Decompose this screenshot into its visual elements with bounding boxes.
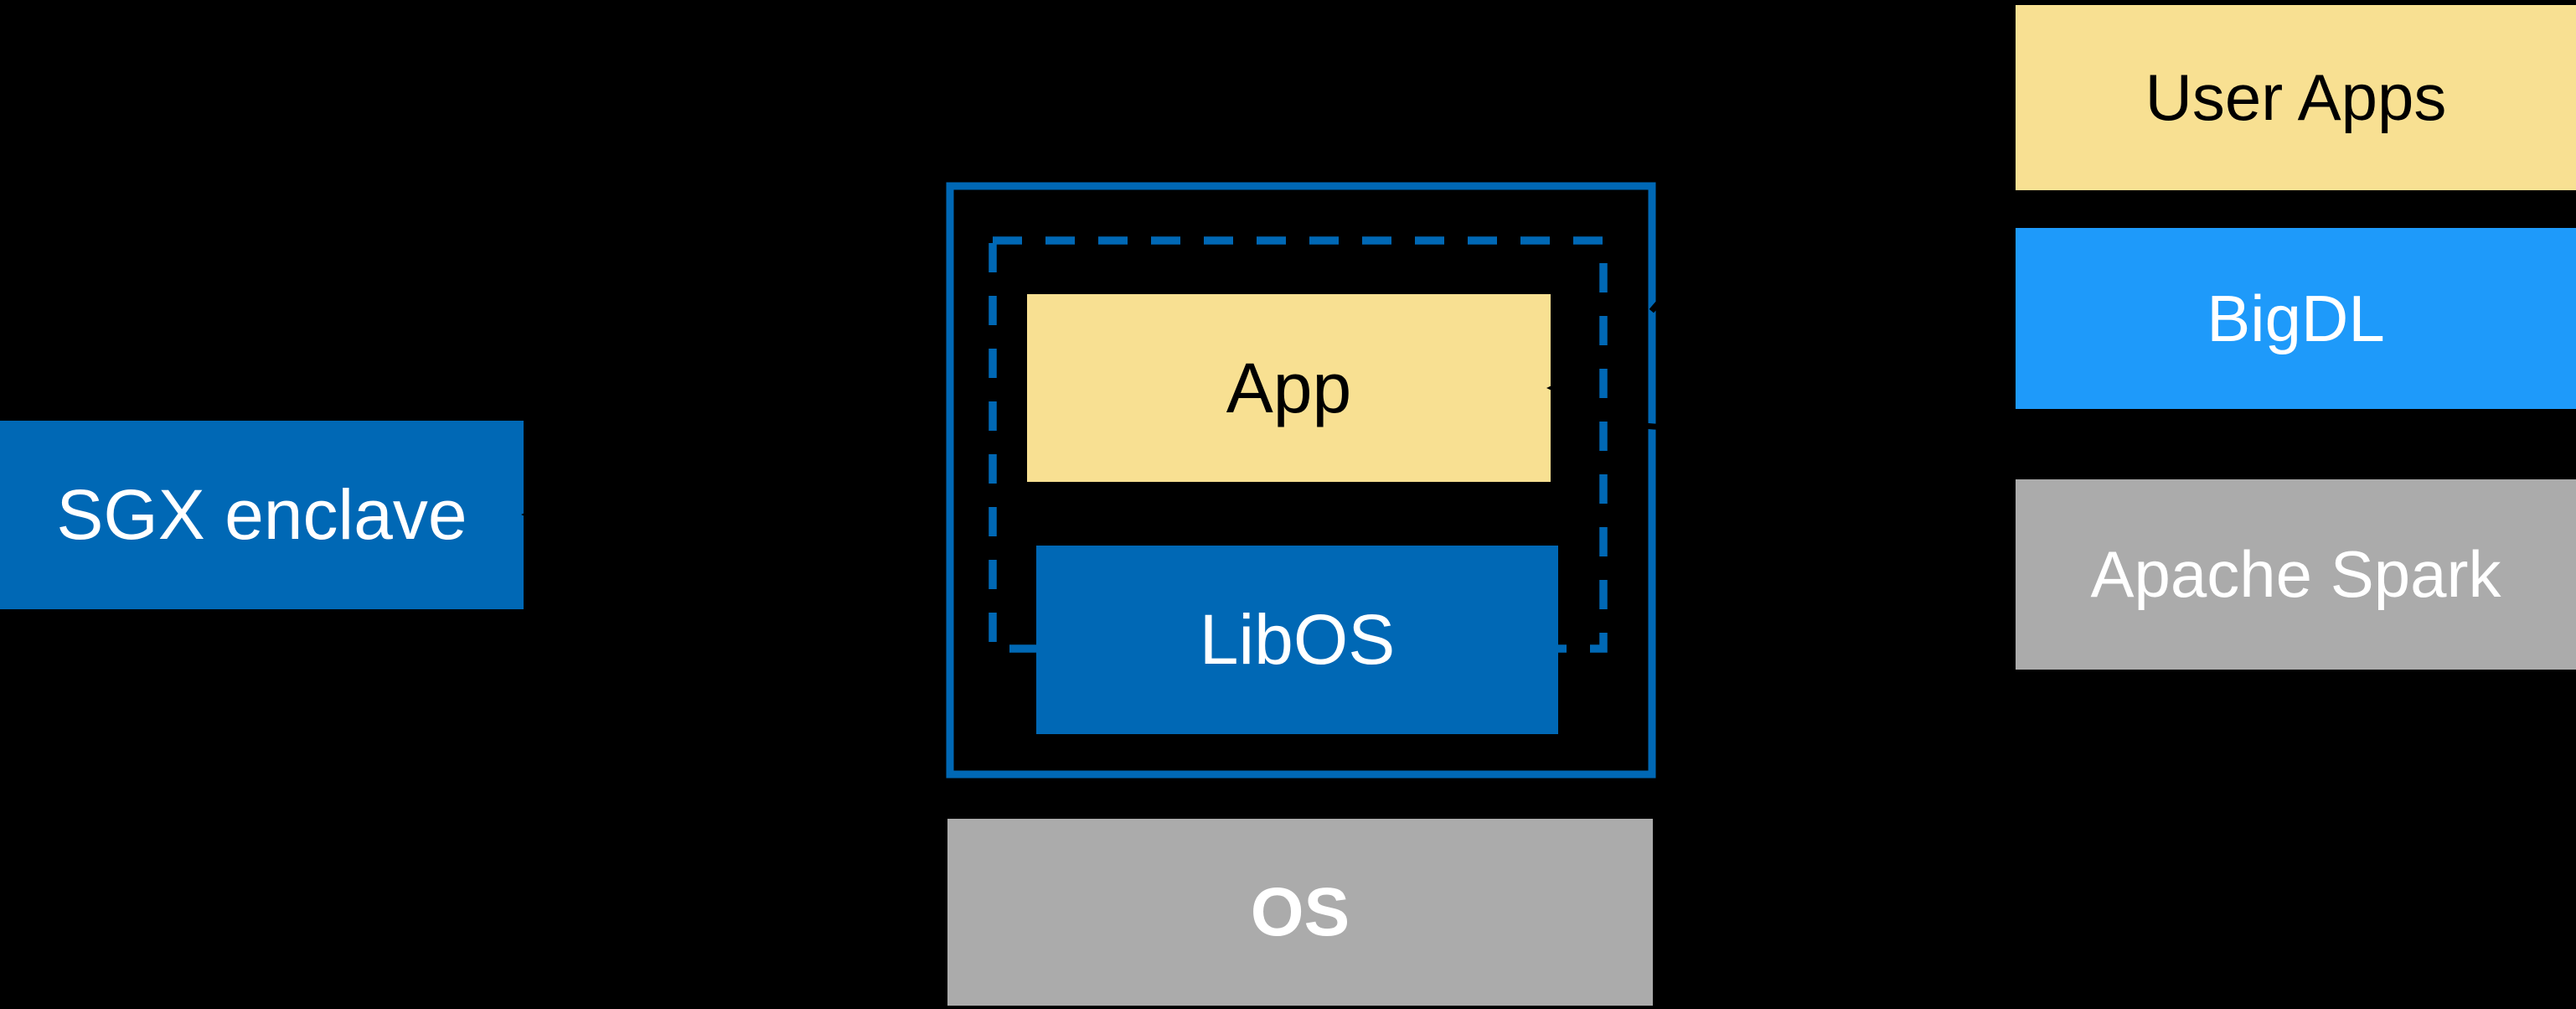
sgx-arrowhead-icon <box>521 503 548 526</box>
sgx-enclave-box: SGX enclave <box>0 421 524 609</box>
os-label: OS <box>1250 873 1350 950</box>
bigdl-label: BigDL <box>2207 281 2385 355</box>
sgx-enclave-label: SGX enclave <box>56 475 467 554</box>
app-arrowhead-icon <box>1546 375 1573 401</box>
apache-spark-box: Apache Spark <box>2016 479 2576 670</box>
libos-box: LibOS <box>1036 546 1558 734</box>
libos-label: LibOS <box>1199 600 1396 679</box>
apache-spark-label: Apache Spark <box>2090 537 2501 611</box>
app-label: App <box>1226 348 1352 427</box>
enclave-outer-border <box>946 182 1656 779</box>
os-box: OS <box>947 819 1653 1006</box>
bigdl-to-app-upper-curve <box>1563 238 2013 387</box>
user-apps-box: User Apps <box>2016 5 2576 190</box>
bigdl-to-app-lower-curve <box>1563 391 2013 431</box>
bigdl-box: BigDL <box>2016 228 2576 409</box>
app-box: App <box>1027 294 1551 482</box>
user-apps-label: User Apps <box>2145 60 2447 134</box>
